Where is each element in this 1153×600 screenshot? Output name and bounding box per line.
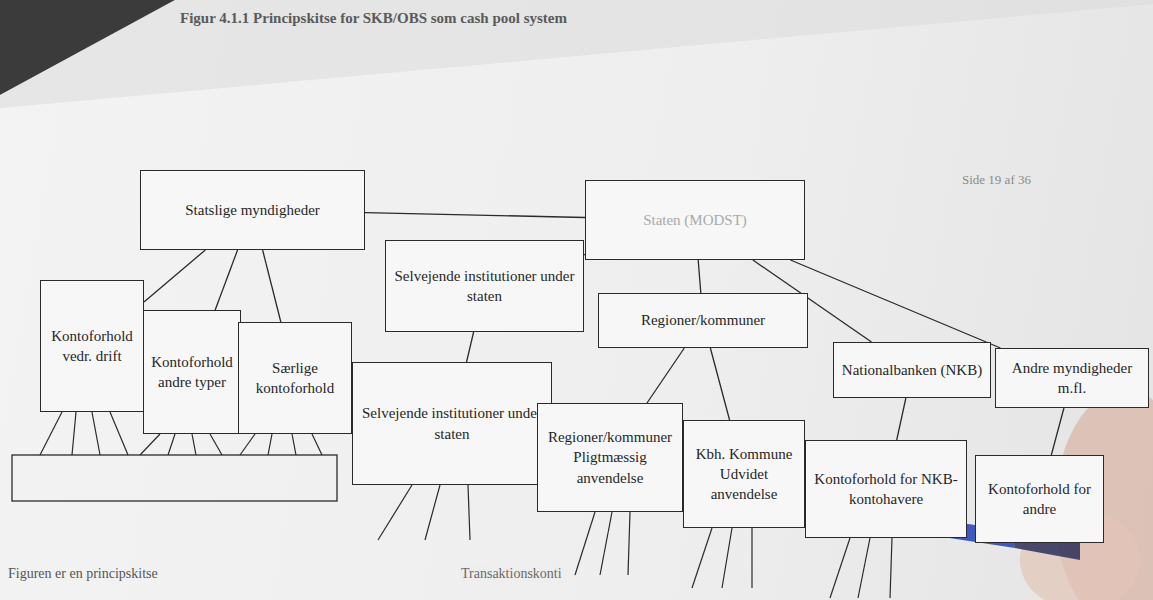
box-content: Selvejende institutioner under staten <box>353 399 551 448</box>
page-edge-shadow <box>0 0 1153 108</box>
box-text: Kontoforhold for andre <box>981 479 1098 520</box>
box-text: Regioner/kommuner <box>641 310 765 330</box>
box-content: Regioner/kommuner <box>636 306 770 334</box>
box-content: Staten (MODST) <box>638 206 752 234</box>
connector-line <box>710 348 729 420</box>
box-text: Statslige myndigheder <box>185 200 320 220</box>
box-text: Kontoforhold andre typer <box>149 352 235 393</box>
connector-line <box>897 398 906 440</box>
box-text: Kontoforhold vedr. drift <box>46 326 138 367</box>
account-box: Regioner/kommuner Pligtmæssig anvendelse <box>537 403 683 512</box>
authority-box: Andre myndigheder m.fl. <box>995 348 1149 408</box>
account-box: Kontoforhold andre typer <box>143 310 241 434</box>
box-text: Kbh. Kommune Udvidet anvendelse <box>689 444 799 505</box>
box-content: Nationalbanken (NKB) <box>837 356 987 384</box>
account-box: Selvejende institutioner under staten <box>352 362 552 485</box>
box-content: Statslige myndigheder <box>180 196 325 224</box>
authority-box: Selvejende institutioner under staten <box>385 240 584 332</box>
box-content: Selvejende institutioner under staten <box>386 262 583 311</box>
connector-line <box>144 250 205 302</box>
authority-box: Regioner/kommuner <box>598 293 808 348</box>
authority-box: Statslige myndigheder <box>140 170 365 250</box>
connector-line <box>467 332 474 362</box>
account-box: Kontoforhold for andre <box>975 455 1104 543</box>
box-content: Kontoforhold for andre <box>976 475 1103 524</box>
box-text: Nationalbanken (NKB) <box>842 360 982 380</box>
box-content: Regioner/kommuner Pligtmæssig anvendelse <box>538 423 682 492</box>
box-content: Kbh. Kommune Udvidet anvendelse <box>684 440 804 509</box>
box-text: Regioner/kommuner Pligtmæssig anvendelse <box>543 427 677 488</box>
connector-line <box>215 250 237 310</box>
connector-line <box>263 250 281 322</box>
box-content: Andre myndigheder m.fl. <box>996 354 1148 403</box>
box-text: Selvejende institutioner under staten <box>358 403 546 444</box>
box-text: Staten (MODST) <box>643 210 747 230</box>
connector-line <box>698 260 701 293</box>
account-box: Kontoforhold for NKB-kontohavere <box>805 440 967 538</box>
box-content: Kontoforhold vedr. drift <box>41 322 143 371</box>
connector-line <box>365 213 585 218</box>
box-text: Andre myndigheder m.fl. <box>1001 358 1143 399</box>
authority-box: Nationalbanken (NKB) <box>833 342 991 398</box>
band-label: Transaktionskonti <box>458 566 565 582</box>
box-text: Selvejende institutioner under staten <box>391 266 578 307</box>
box-content: Kontoforhold andre typer <box>144 348 240 397</box>
root-box: Staten (MODST) <box>585 180 805 260</box>
connector-line <box>1051 408 1064 455</box>
box-content: Særlige kontoforhold <box>239 354 351 403</box>
connector-line <box>790 260 1000 348</box>
connector-line <box>647 348 684 403</box>
figure-title: Figur 4.1.1 Principskitse for SKB/OBS so… <box>180 10 567 27</box>
account-box: Kontoforhold vedr. drift <box>40 280 144 412</box>
account-box: Særlige kontoforhold <box>238 322 352 434</box>
note-text: Figuren er en principskitse <box>8 566 158 582</box>
box-text: Kontoforhold for NKB-kontohavere <box>811 469 961 510</box>
box-text: Særlige kontoforhold <box>244 358 346 399</box>
account-band <box>12 455 337 501</box>
account-box: Kbh. Kommune Udvidet anvendelse <box>683 420 805 528</box>
box-content: Kontoforhold for NKB-kontohavere <box>806 465 966 514</box>
page-number: Side 19 af 36 <box>962 172 1031 188</box>
